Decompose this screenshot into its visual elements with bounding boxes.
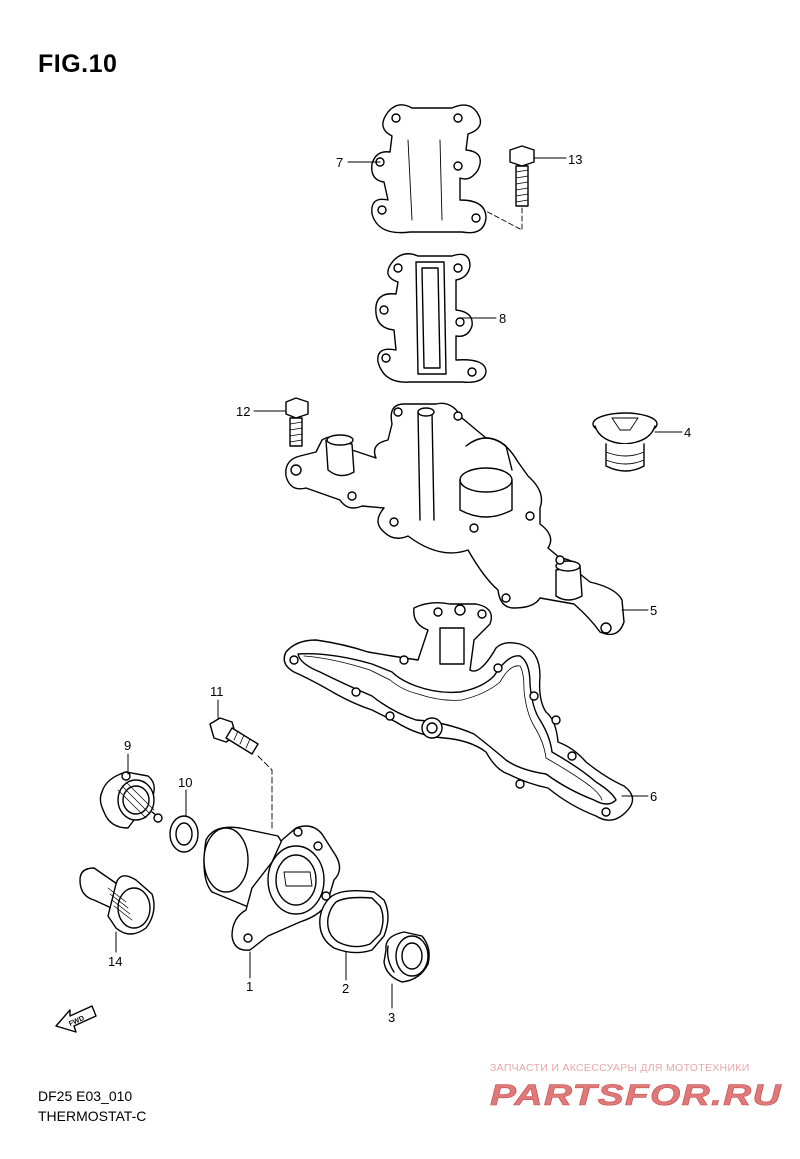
callout-4: 4 — [684, 425, 691, 440]
callout-8: 8 — [499, 311, 506, 326]
callout-7: 7 — [336, 155, 343, 170]
part-14-fitting — [79, 867, 155, 935]
figure-title: FIG.10 — [38, 50, 118, 78]
part-7-cover-plate — [371, 104, 487, 234]
part-6-gasket — [283, 601, 634, 821]
callout-13: 13 — [568, 152, 582, 167]
part-11-bolt — [209, 717, 273, 829]
part-8-gasket — [375, 253, 487, 383]
callout-10: 10 — [178, 775, 192, 790]
callout-1: 1 — [246, 979, 253, 994]
part-3-cap — [383, 931, 430, 983]
callout-14: 14 — [108, 954, 122, 969]
fwd-arrow-icon — [55, 1005, 97, 1033]
model-code: DF25 E03_010 — [38, 1088, 133, 1104]
part-10-o-ring — [169, 815, 199, 853]
callout-6: 6 — [650, 789, 657, 804]
callout-9: 9 — [124, 738, 131, 753]
callout-5: 5 — [650, 603, 657, 618]
part-2-gasket — [319, 889, 389, 954]
watermark-logo: PARTSFOR.RU — [490, 1079, 782, 1112]
watermark-tagline: ЗАПЧАСТИ И АКСЕССУАРЫ ДЛЯ МОТОТЕХНИКИ — [490, 1062, 750, 1074]
section-name: THERMOSTAT-C — [38, 1108, 147, 1124]
part-4-thermostat — [592, 412, 658, 472]
callout-3: 3 — [388, 1010, 395, 1025]
callout-12: 12 — [236, 404, 250, 419]
watermark-logo-text: PARTSFOR.RU — [490, 1079, 782, 1112]
part-9-cap — [99, 771, 163, 829]
callout-2: 2 — [342, 981, 349, 996]
part-13-bolt — [483, 145, 535, 231]
part-5-cover — [285, 402, 625, 636]
callout-11: 11 — [210, 684, 224, 699]
part-1-housing — [203, 825, 341, 951]
part-12-bolt — [285, 397, 309, 447]
